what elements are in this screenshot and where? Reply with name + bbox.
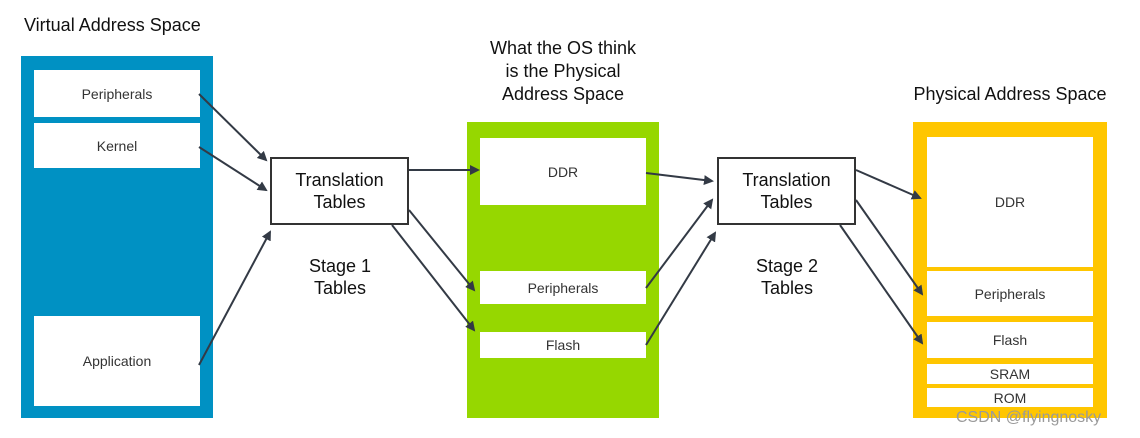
virtual-region-application: Application [34,316,200,406]
physical-address-space: DDR Peripherals Flash SRAM ROM [913,122,1107,418]
arrow-stage1-to-ipa-flash [391,224,476,332]
arrow-kernel-to-stage1 [198,146,268,192]
physical-region-rom: ROM [927,388,1093,407]
physical-region-sram: SRAM [927,364,1093,384]
ipa-space-title: What the OS think is the Physical Addres… [463,37,663,106]
arrow-stage2-to-physical-flash [839,224,924,345]
virtual-region-kernel: Kernel [34,123,200,168]
intermediate-physical-address-space: DDR Peripherals Flash [467,122,659,418]
arrow-application-to-stage1 [198,230,271,366]
stage1-label-line-1: Stage 1 [308,256,372,276]
stage1-box-line-1: Translation [295,170,384,190]
arrow-stage2-to-physical-peripherals [855,199,924,296]
arrow-stage2-to-physical-ddr [855,169,922,200]
ipa-region-flash: Flash [480,332,646,358]
stage2-label-line-2: Tables [760,278,814,298]
physical-region-ddr: DDR [927,137,1093,267]
stage2-label-line-1: Stage 2 [755,256,819,276]
physical-region-peripherals: Peripherals [927,271,1093,316]
stage2-label: Stage 2 Tables [737,255,837,299]
arrow-ipa-ddr-to-stage2 [645,172,714,186]
physical-region-flash: Flash [927,322,1093,358]
arrow-ipa-flash-to-stage2 [645,231,717,346]
stage2-box-line-1: Translation [742,170,831,190]
virtual-address-space: Peripherals Kernel Application [21,56,213,418]
ipa-title-line-2: is the Physical [505,61,621,81]
arrow-ipa-peripherals-to-stage2 [645,198,714,289]
stage2-box-line-2: Tables [760,192,813,212]
ipa-title-line-3: Address Space [501,84,625,104]
physical-space-title: Physical Address Space [913,84,1107,104]
watermark: CSDN @flyingnosky [956,409,1102,426]
stage1-translation-tables: Translation Tables [270,157,409,225]
virtual-region-peripherals: Peripherals [34,70,200,117]
virtual-space-title: Virtual Address Space [24,15,201,35]
stage1-label: Stage 1 Tables [290,255,390,299]
arrow-stage1-to-ipa-peripherals [408,209,476,292]
stage2-translation-tables: Translation Tables [717,157,856,225]
stage1-label-line-2: Tables [313,278,367,298]
arrow-peripherals-to-stage1 [198,93,268,162]
stage1-box-line-2: Tables [313,192,366,212]
ipa-region-peripherals: Peripherals [480,271,646,304]
ipa-region-ddr: DDR [480,138,646,205]
ipa-title-line-1: What the OS think [489,38,637,58]
